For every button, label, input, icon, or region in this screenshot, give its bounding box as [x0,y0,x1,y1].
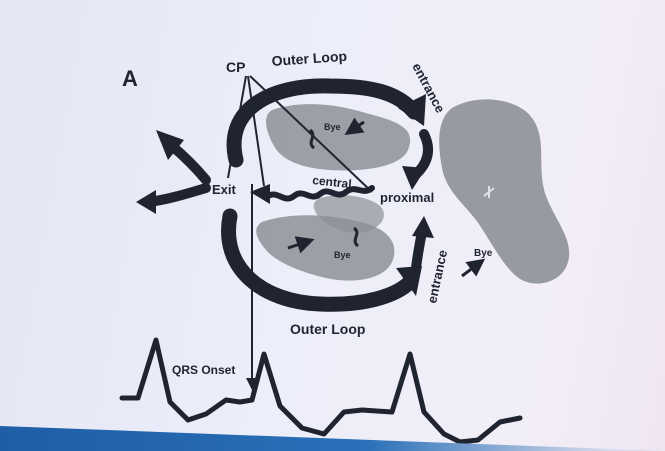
bye-right-arrow [461,258,486,278]
qrs-onset-label: QRS Onset [172,363,235,377]
scar-region-right [439,99,570,284]
proximal-label: proximal [380,190,434,205]
bye-top-squiggle [308,128,316,150]
ecg-trace [119,337,523,445]
outer-loop-top-arrowhead [398,94,426,126]
outer-loop-bottom-label: Outer Loop [290,321,365,337]
bye-top-label: Bye [324,122,341,132]
outer-loop-bottom-arrowhead [396,266,422,296]
entrance-bottom-arrowhead [412,216,434,238]
entrance-bottom-arrow [411,227,427,273]
exit-arrow-upper [167,141,211,185]
cp-pointer-line-3 [247,75,265,187]
exit-arrow-lower-head [136,190,156,214]
scar-region-upper [266,104,411,171]
scar-region-mid [313,195,384,233]
exit-arrow-upper-head [156,130,184,160]
exit-arrow-lower [143,183,211,207]
central-isthmus-arrow [265,185,375,202]
exit-label: Exit [212,182,237,197]
entrance-bottom-label: entrance [424,248,450,304]
bye-bottom-arrow [287,236,315,254]
bye-bottom-label: Bye [334,250,351,260]
panel-letter: A [122,66,138,91]
bye-top-arrow [344,117,365,135]
central-isthmus-arrowhead [250,184,270,204]
outer-loop-top-label: Outer Loop [271,48,347,69]
bye-bottom-squiggle [352,226,360,248]
cp-label: CP [226,59,245,75]
scar-star-mark [483,186,495,198]
cp-pointer-line-1 [227,75,247,179]
cp-pointer-line-2 [249,75,373,193]
entrance-top-arrowhead [402,166,426,190]
bye-right-label: Bye [474,248,493,259]
outer-loop-bottom-arrow [221,208,418,312]
central-label: central [312,173,353,191]
